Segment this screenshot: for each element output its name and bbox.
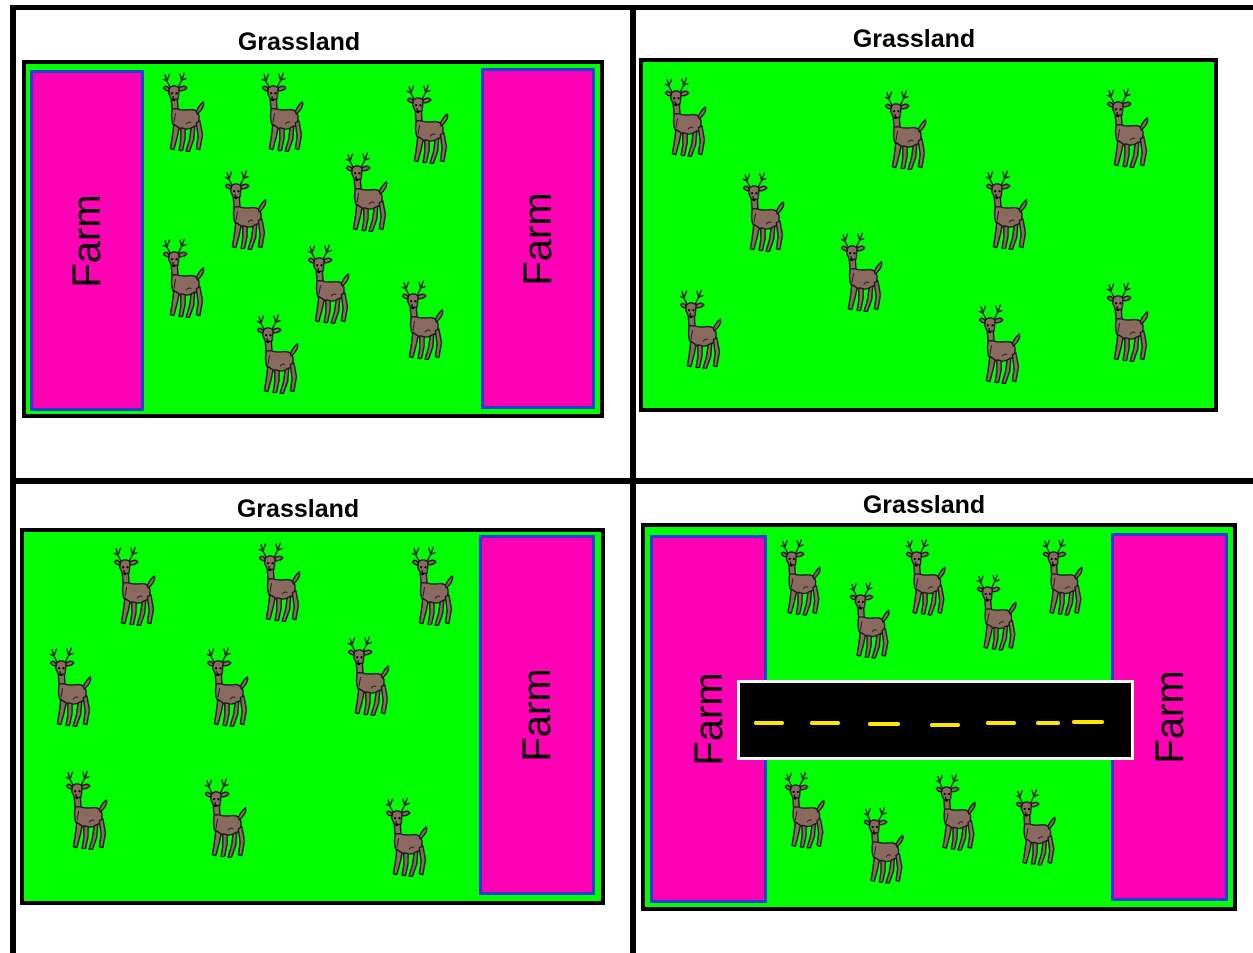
deer-icon (63, 768, 115, 856)
panel-title: Grassland (834, 27, 994, 52)
farm-label: Farm (1150, 670, 1190, 763)
farm-label: Farm (67, 194, 107, 287)
farm-right: Farm (481, 68, 595, 409)
deer-icon (399, 278, 451, 366)
deer-icon (160, 236, 212, 324)
deer-icon (259, 70, 311, 158)
farm-right: Farm (479, 535, 595, 895)
road (737, 680, 1134, 760)
deer-icon (47, 645, 99, 733)
deer-icon (256, 540, 308, 628)
deer-icon (345, 634, 397, 722)
deer-icon (160, 70, 212, 158)
deer-icon (882, 88, 934, 176)
deer-icon (1040, 537, 1090, 621)
deer-icon (305, 242, 357, 330)
deer-icon (778, 537, 828, 621)
deer-icon (254, 312, 306, 400)
farm-left: Farm (30, 70, 144, 411)
deer-icon (202, 776, 254, 864)
deer-icon (933, 772, 983, 856)
lane-marking (986, 721, 1016, 725)
deer-icon (983, 168, 1035, 256)
deer-icon (343, 150, 395, 238)
deer-icon (861, 805, 911, 889)
deer-icon (111, 544, 163, 632)
deer-icon (1104, 280, 1156, 368)
deer-icon (677, 287, 729, 375)
deer-icon (976, 302, 1028, 390)
farm-label: Farm (689, 672, 729, 765)
lane-marking (754, 721, 784, 725)
deer-icon (204, 645, 256, 733)
panel-title: Grassland (219, 30, 379, 55)
deer-icon (740, 170, 792, 258)
deer-icon (409, 544, 461, 632)
panel-title: Grassland (218, 497, 378, 522)
deer-icon (903, 537, 953, 621)
deer-icon (222, 168, 274, 256)
deer-icon (782, 770, 832, 854)
farm-label: Farm (517, 668, 557, 761)
lane-marking (930, 723, 960, 727)
deer-icon (847, 580, 897, 664)
horizontal-divider (10, 478, 1253, 484)
deer-icon (662, 75, 714, 163)
panel-title: Grassland (844, 493, 1004, 518)
lane-marking (1072, 720, 1104, 724)
deer-icon (838, 230, 890, 318)
lane-marking (1036, 721, 1060, 725)
deer-icon (383, 795, 435, 883)
deer-icon (404, 82, 456, 170)
lane-marking (810, 721, 840, 725)
deer-icon (1104, 86, 1156, 174)
deer-icon (1013, 787, 1063, 871)
lane-marking (868, 722, 900, 726)
farm-label: Farm (518, 192, 558, 285)
deer-icon (974, 572, 1024, 656)
